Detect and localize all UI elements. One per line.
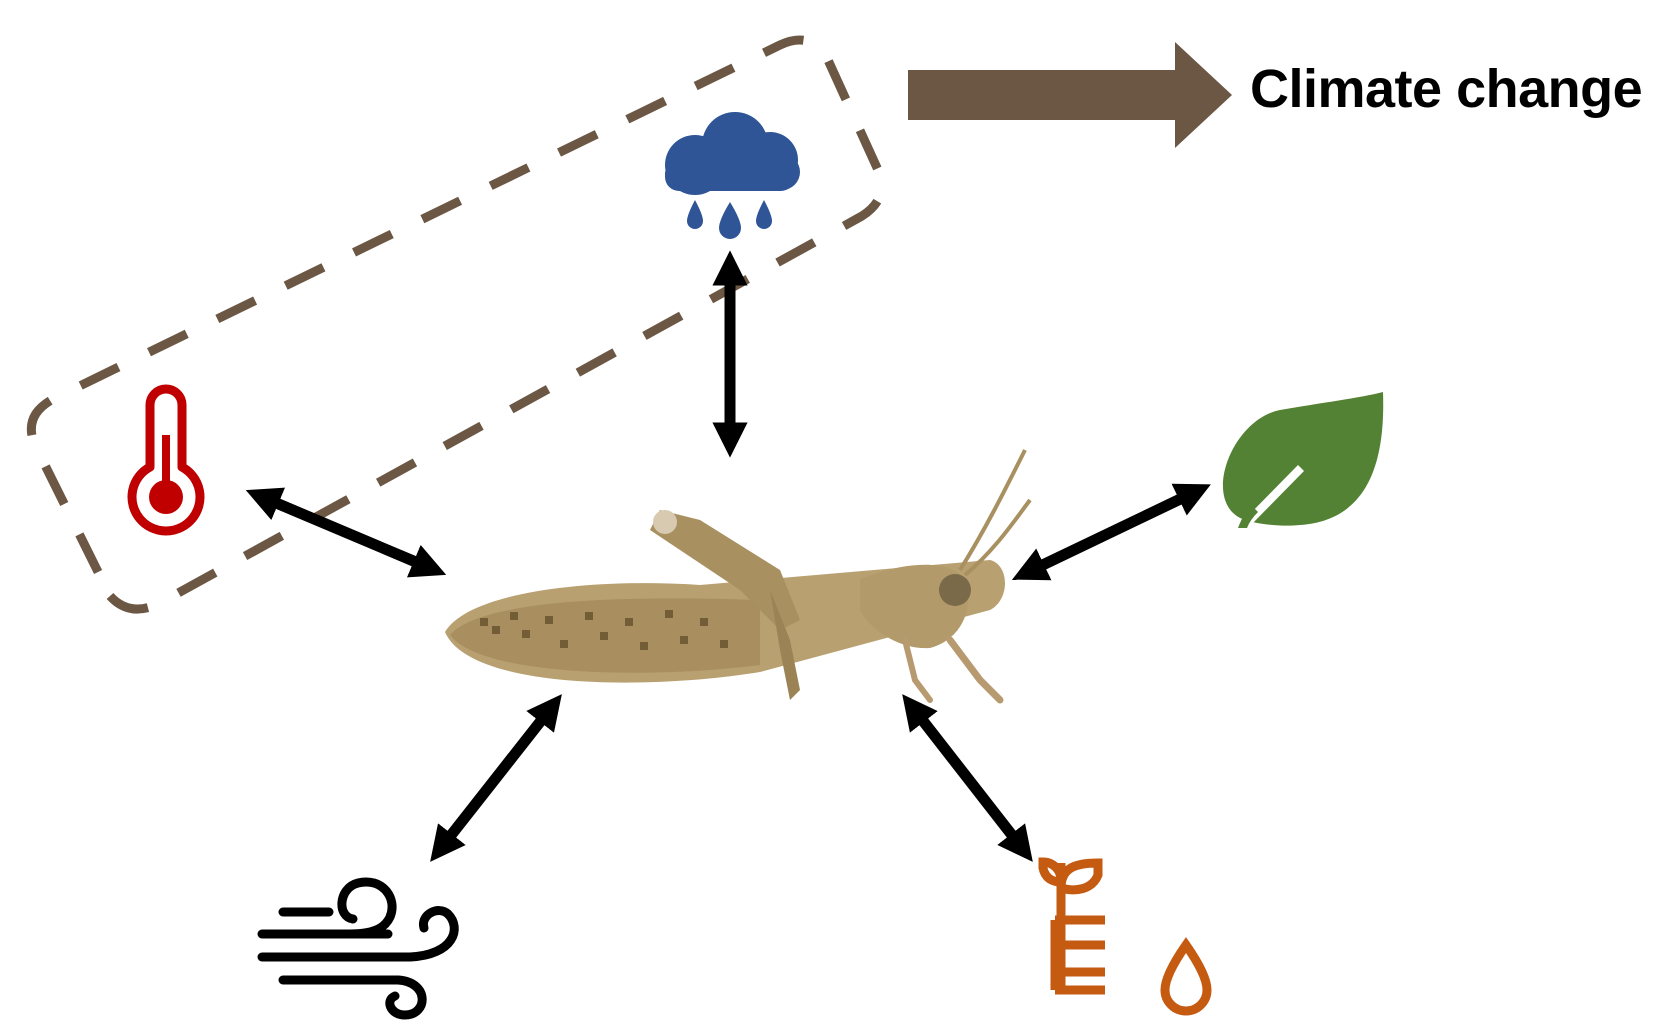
- climate-change-arrow: [908, 42, 1232, 148]
- thermometer-icon: [132, 389, 200, 531]
- wind-icon: [262, 882, 454, 1015]
- arrow-soil-locust: [913, 708, 1022, 848]
- rain-cloud-icon: [665, 112, 800, 239]
- arrow-vegetation-locust: [1028, 492, 1195, 572]
- arrow-temperature-locust: [262, 497, 430, 568]
- leaf-icon: [1223, 392, 1383, 528]
- soil-moisture-icon: [1043, 862, 1207, 1011]
- arrow-wind-locust: [441, 708, 551, 848]
- locust-image: [445, 450, 1030, 700]
- climate-change-label: Climate change: [1250, 58, 1642, 120]
